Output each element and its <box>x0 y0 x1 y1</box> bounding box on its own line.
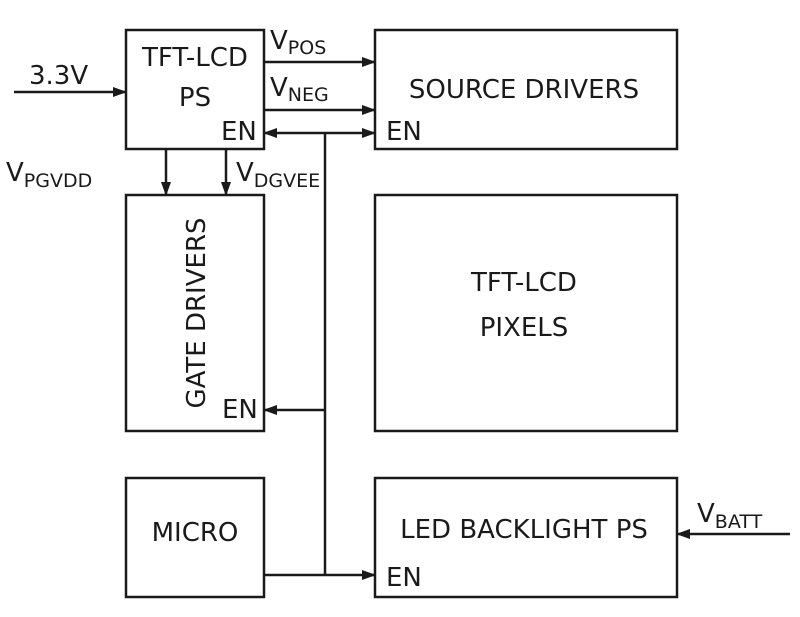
micro-block <box>124 476 266 599</box>
vbatt-label: VBATT <box>697 499 763 533</box>
backlight-en-label: EN <box>386 563 422 593</box>
pixels-label-line2: PIXELS <box>480 313 569 343</box>
vpos-label: VPOS <box>270 26 326 59</box>
input-3v3-label: 3.3V <box>29 61 88 91</box>
pixels-label-line1: TFT-LCD <box>470 268 577 298</box>
source-drivers-block <box>373 28 679 151</box>
tft-lcd-ps-block <box>124 28 266 151</box>
vdgvee-label: VDGVEE <box>236 158 320 192</box>
source-drivers-label: SOURCE DRIVERS <box>409 75 639 105</box>
micro-label: MICRO <box>152 518 239 548</box>
backlight-label: LED BACKLIGHT PS <box>400 515 648 545</box>
gate-drivers-block <box>124 193 266 433</box>
gate-drivers-en-label: EN <box>222 395 258 425</box>
led-backlight-ps-block <box>373 476 679 599</box>
tft-ps-en-label: EN <box>221 117 257 147</box>
gate-drivers-label: GATE DRIVERS <box>182 217 212 408</box>
tft-ps-label-line2: PS <box>179 83 211 113</box>
tft-lcd-pixels-block <box>373 193 679 433</box>
source-drivers-en-label: EN <box>386 117 422 147</box>
vpgvdd-label: VPGVDD <box>6 158 92 192</box>
vneg-label: VNEG <box>270 73 329 106</box>
tft-ps-label-line1: TFT-LCD <box>141 43 248 73</box>
